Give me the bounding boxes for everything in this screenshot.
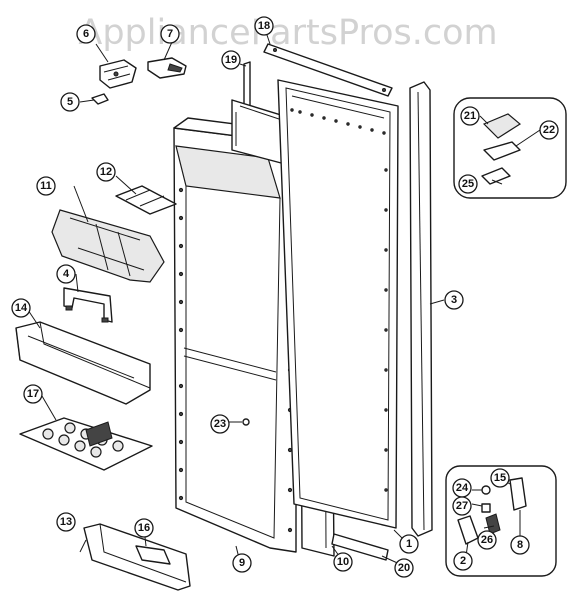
part-19-side-trim <box>243 61 251 111</box>
callout-21: 21 <box>460 106 480 126</box>
part-18-top-trim <box>263 43 393 97</box>
part-3-side-trim <box>409 81 433 537</box>
svg-text:17: 17 <box>27 388 39 400</box>
callout-11: 11 <box>36 176 56 196</box>
callout-5: 5 <box>60 92 80 112</box>
callout-18: 18 <box>254 16 274 36</box>
svg-text:18: 18 <box>258 20 270 32</box>
svg-text:15: 15 <box>494 472 506 484</box>
svg-text:27: 27 <box>456 500 468 512</box>
part-4-handle <box>63 287 113 323</box>
svg-text:12: 12 <box>100 166 112 178</box>
part-6-hinge-bracket <box>99 59 137 89</box>
svg-text:16: 16 <box>138 522 150 534</box>
inset-upper-right <box>453 97 567 199</box>
callout-15: 15 <box>490 468 510 488</box>
callout-25: 25 <box>458 174 478 194</box>
svg-text:3: 3 <box>451 294 457 306</box>
callout-8: 8 <box>510 535 530 555</box>
callout-26: 26 <box>477 530 497 550</box>
watermark-text: AppliancePartsPros.com <box>78 13 497 53</box>
callout-16: 16 <box>134 518 154 538</box>
part-13-bottom-bin <box>83 523 191 591</box>
svg-text:5: 5 <box>67 96 73 108</box>
part-14-door-bin <box>15 321 151 405</box>
part-16-bin-cover <box>135 545 171 565</box>
svg-text:13: 13 <box>60 516 72 528</box>
callout-9: 9 <box>232 553 252 573</box>
part-17-egg-tray <box>19 417 153 471</box>
part-23-screw <box>242 418 250 426</box>
callout-19: 19 <box>221 50 241 70</box>
svg-text:22: 22 <box>543 124 555 136</box>
svg-text:25: 25 <box>462 178 474 190</box>
part-5-clip <box>91 93 109 105</box>
callout-12: 12 <box>96 162 116 182</box>
part-11-dairy-door <box>51 209 165 283</box>
callout-24: 24 <box>452 478 472 498</box>
svg-text:11: 11 <box>40 180 52 192</box>
callout-6: 6 <box>76 24 96 44</box>
part-7-hinge <box>147 57 187 79</box>
svg-text:10: 10 <box>337 556 349 568</box>
callout-17: 17 <box>23 384 43 404</box>
svg-text:14: 14 <box>15 302 28 314</box>
svg-text:23: 23 <box>214 418 226 430</box>
callout-20: 20 <box>394 558 414 578</box>
callout-7: 7 <box>160 24 180 44</box>
svg-text:4: 4 <box>63 268 70 280</box>
svg-text:2: 2 <box>460 555 466 567</box>
callout-23: 23 <box>210 414 230 434</box>
callout-1: 1 <box>399 534 419 554</box>
svg-text:1: 1 <box>406 538 412 550</box>
svg-text:20: 20 <box>398 562 410 574</box>
part-9-door-liner <box>173 117 297 553</box>
callout-2: 2 <box>453 551 473 571</box>
part-12-divider <box>115 185 177 215</box>
svg-text:7: 7 <box>167 28 173 40</box>
svg-text:8: 8 <box>517 539 523 551</box>
callout-14: 14 <box>11 298 31 318</box>
callout-13: 13 <box>56 512 76 532</box>
part-1-outer-door <box>277 79 399 529</box>
svg-text:26: 26 <box>481 534 493 546</box>
callout-10: 10 <box>333 552 353 572</box>
svg-text:6: 6 <box>83 28 89 40</box>
callout-4: 4 <box>56 264 76 284</box>
callout-3: 3 <box>444 290 464 310</box>
svg-text:24: 24 <box>456 482 469 494</box>
callout-22: 22 <box>539 120 559 140</box>
part-20-bottom-trim <box>331 533 389 561</box>
svg-text:9: 9 <box>239 557 245 569</box>
callout-27: 27 <box>452 496 472 516</box>
svg-text:21: 21 <box>464 110 476 122</box>
svg-text:19: 19 <box>225 54 237 66</box>
